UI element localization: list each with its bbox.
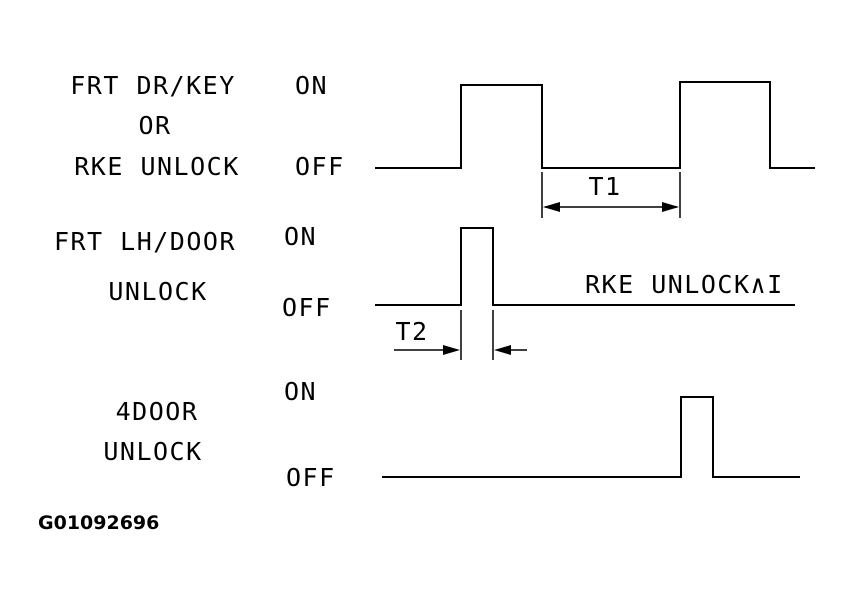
signal-2-group: FRT LH/DOOR UNLOCK ON OFF RKE UNLOCK∧I xyxy=(54,222,795,322)
signal-2-on-label: ON xyxy=(284,222,317,251)
t2-dimension: T2 xyxy=(394,310,527,360)
rke-unlock-note: RKE UNLOCK∧I xyxy=(585,270,784,299)
t1-dimension: T1 xyxy=(541,172,681,218)
t2-arrow-right xyxy=(494,345,511,355)
signal-3-label-line-2: UNLOCK xyxy=(103,437,202,466)
signal-3-group: 4DOOR UNLOCK ON OFF xyxy=(103,377,800,492)
t1-label: T1 xyxy=(588,172,621,201)
signal-1-label-line-2: OR xyxy=(138,111,171,140)
signal-2-waveform xyxy=(375,227,795,306)
signal-1-waveform xyxy=(375,81,815,169)
t1-arrow-right xyxy=(662,202,679,212)
signal-1-label-line-1: FRT DR/KEY xyxy=(70,71,236,100)
signal-2-label-line-2: UNLOCK xyxy=(108,277,207,306)
signal-1-label-line-3: RKE UNLOCK xyxy=(74,152,240,181)
signal-1-off-label: OFF xyxy=(295,152,345,181)
signal-2-off-label: OFF xyxy=(282,293,332,322)
signal-1-group: FRT DR/KEY OR RKE UNLOCK ON OFF xyxy=(70,71,815,181)
t1-arrow-left xyxy=(543,202,560,212)
signal-3-waveform xyxy=(382,396,800,478)
t2-arrow-left xyxy=(443,345,460,355)
signal-3-off-label: OFF xyxy=(286,463,336,492)
figure-id: G01092696 xyxy=(38,512,159,534)
signal-1-on-label: ON xyxy=(295,71,328,100)
signal-2-label-line-1: FRT LH/DOOR xyxy=(54,227,236,256)
signal-3-label-line-1: 4DOOR xyxy=(116,397,199,426)
t2-label: T2 xyxy=(395,317,428,346)
signal-3-on-label: ON xyxy=(284,377,317,406)
